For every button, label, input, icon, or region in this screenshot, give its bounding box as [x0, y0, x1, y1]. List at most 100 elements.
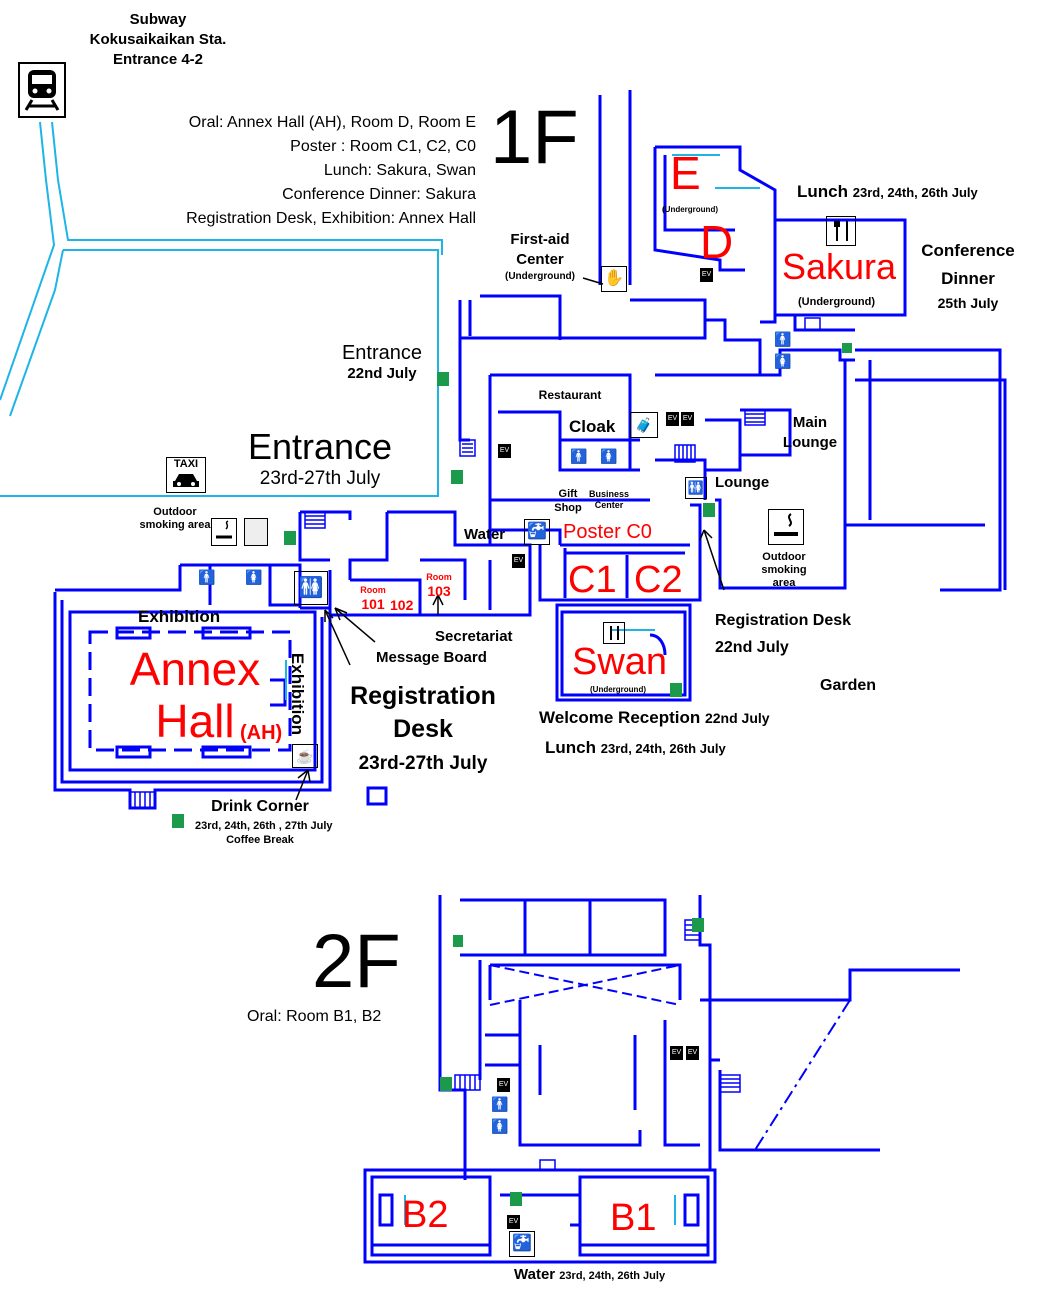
water-icon-2f: 🚰: [509, 1231, 535, 1257]
vending-icon: [244, 518, 268, 546]
ev-icon-6: EV: [670, 1046, 683, 1060]
entrance-22-word: Entrance: [341, 342, 423, 364]
subway-line-3: Entrance 4-2: [112, 51, 204, 68]
room-101-prefix: Room: [360, 585, 386, 595]
room-101-label: Room 101: [356, 583, 390, 611]
restroom-icon-1f-b: 🚺: [600, 448, 618, 464]
floor-2f-accents: [404, 964, 851, 1225]
room-103-label: Room 103: [422, 570, 456, 598]
first-aid-line-1: First-aid: [510, 231, 570, 248]
business-center-word: Center: [594, 500, 624, 510]
coffee-break-word: Coffee Break: [226, 834, 294, 846]
room-d-label: D: [700, 216, 734, 268]
swan-lunch-word: Lunch: [545, 738, 596, 757]
stairs: [129, 317, 821, 1171]
secretariat-label: Secretariat: [435, 628, 513, 645]
ev-icon-3: EV: [700, 268, 713, 282]
shop-word: Shop: [554, 502, 582, 514]
water-label-1f: Water: [464, 526, 506, 543]
ev-icon-2: EV: [681, 412, 694, 426]
ev-icon-7: EV: [686, 1046, 699, 1060]
water-2f-dates: 23rd, 24th, 26th July: [559, 1270, 666, 1282]
gift-shop-label: Gift Shop: [548, 487, 588, 515]
smoking-icon: [211, 518, 237, 546]
lounge-icon: 🚻: [685, 477, 707, 499]
train-icon: [18, 62, 66, 118]
emergency-exit-icon-7: [842, 343, 852, 353]
legend-lunch: Lunch: Sakura, Swan: [323, 162, 476, 179]
annex-hall-line-2: Hall: [155, 695, 235, 747]
room-b2-label: B2: [402, 1194, 449, 1236]
main-lounge-line-1: Main: [792, 414, 828, 431]
ev-icon-8: EV: [497, 1078, 510, 1092]
registration-22-date: 22nd July: [715, 639, 789, 656]
room-103-prefix: Room: [426, 572, 452, 582]
restroom-icon-annex-a: 🚹: [198, 569, 216, 585]
smoking-area-word: smoking area: [139, 519, 211, 531]
drink-corner-word: Drink Corner: [211, 798, 309, 815]
restaurant-icon: [826, 216, 856, 246]
registration-main-label: Registration Desk 23rd-27th July: [335, 680, 511, 782]
legend-1f: Oral: Annex Hall (AH), Room D, Room E Po…: [100, 111, 476, 231]
annex-hall-label: Annex Hall: [110, 643, 280, 747]
cloak-label: Cloak: [569, 417, 616, 436]
message-board-label: Message Board: [376, 649, 487, 666]
restroom-icon-annex-b: 🚺: [245, 569, 263, 585]
lounge-label: Lounge: [715, 474, 770, 491]
emergency-exit-icon-10: [440, 1077, 452, 1091]
drink-icon: ☕: [292, 744, 318, 768]
exhibition-side-label: Exhibition: [288, 652, 307, 736]
water-2f-label: Water 23rd, 24th, 26th July: [514, 1266, 665, 1283]
pointer-arrows: [295, 277, 725, 801]
welcome-date: 22nd July: [704, 710, 770, 726]
underground-note-swan: (Underground): [590, 685, 646, 694]
emergency-exit-icon-4: [703, 503, 715, 517]
restroom-icon-2f-a: 🚹: [491, 1096, 509, 1112]
first-aid-line-2: Center: [516, 251, 564, 268]
ev-icon-5: EV: [512, 554, 525, 568]
drink-corner-label: Drink Corner 23rd, 24th, 26th , 27th Jul…: [195, 798, 333, 846]
entrance-22-label: Entrance 22nd July: [330, 342, 434, 382]
room-b1-label: B1: [610, 1197, 657, 1239]
entrance-main-word: Entrance: [247, 426, 393, 467]
smoking-word-2: smoking: [761, 564, 807, 576]
emergency-exit-icon-8: [692, 918, 704, 932]
dinner-word: Dinner: [941, 269, 995, 288]
restaurant-icon-swan: [603, 622, 625, 644]
emergency-exit-icon-2: [451, 470, 463, 484]
emergency-exit-icon-11: [510, 1192, 522, 1206]
dinner-date: 25th July: [937, 295, 999, 311]
main-lounge-line-2: Lounge: [782, 434, 838, 451]
room-c1-label: C1: [568, 559, 617, 601]
sakura-lunch-dates: 23rd, 24th, 26th July: [852, 185, 978, 200]
sakura-lunch-label: Lunch 23rd, 24th, 26th July: [797, 182, 978, 202]
water-icon: 🚰: [524, 519, 550, 545]
ev-icon-1: EV: [666, 412, 679, 426]
annex-hall-line-1: Annex: [129, 643, 261, 695]
legend-2f: Oral: Room B1, B2: [247, 1008, 382, 1025]
welcome-word: Welcome Reception: [539, 708, 701, 727]
taxi-label: TAXI: [173, 458, 199, 470]
cloak-icon: 🧳: [630, 412, 658, 438]
garden-label: Garden: [820, 677, 877, 694]
sakura-lunch-word: Lunch: [797, 182, 848, 201]
subway-line-1: Subway: [129, 11, 187, 28]
room-e-label: E: [670, 147, 701, 199]
entrance-22-date: 22nd July: [347, 365, 417, 382]
room-101-number: 101: [361, 596, 385, 612]
restroom-icon-1f-a: 🚹: [570, 448, 588, 464]
emergency-exit-icon-3: [284, 531, 296, 545]
entrance-main-label: Entrance 23rd-27th July: [230, 426, 410, 490]
legend-registration: Registration Desk, Exhibition: Annex Hal…: [186, 210, 476, 227]
entrance-main-dates: 23rd-27th July: [259, 468, 381, 489]
room-103-number: 103: [427, 583, 451, 599]
outdoor-smoking-label: Outdoor smoking area: [125, 506, 225, 532]
registration-word: Registration: [350, 682, 496, 710]
underground-note-e: (Underground): [662, 205, 718, 214]
welcome-reception-label: Welcome Reception 22nd July: [539, 708, 770, 728]
desk-word: Desk: [393, 715, 453, 743]
taxi-icon: TAXI: [166, 457, 206, 493]
outdoor-word-2: Outdoor: [762, 551, 806, 563]
ah-label: (AH): [240, 722, 283, 744]
conference-word: Conference: [921, 241, 1015, 260]
